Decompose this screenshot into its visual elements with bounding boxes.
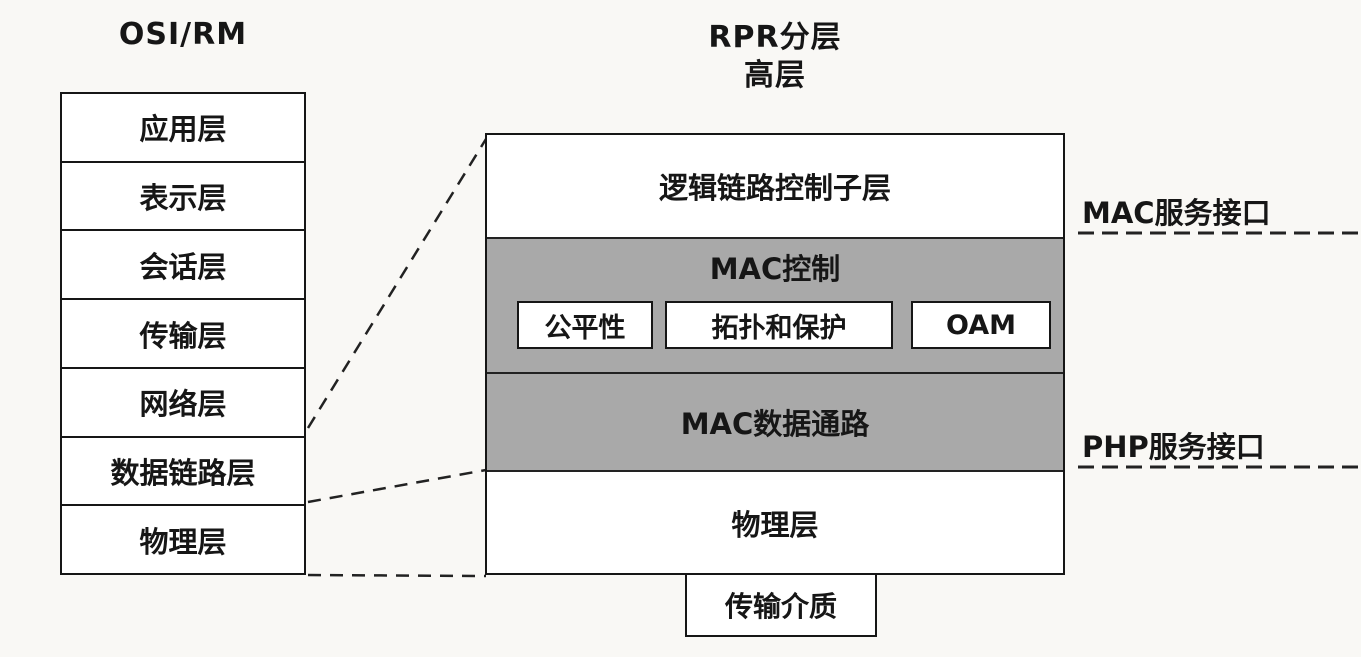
transmission-medium-box: 传输介质 [685, 573, 877, 637]
osi-layer-transport: 传输层 [62, 300, 304, 369]
osi-stack: 应用层 表示层 会话层 传输层 网络层 数据链路层 物理层 [60, 92, 306, 575]
connector-bottom-dashed-line [307, 573, 487, 578]
osi-layer-datalink: 数据链路层 [62, 438, 304, 507]
osi-layer-application: 应用层 [62, 94, 304, 163]
higher-layer-label: 高层 [744, 58, 806, 93]
llc-sublayer: 逻辑链路控制子层 [487, 135, 1063, 237]
osi-title: OSI/RM [118, 16, 248, 52]
mac-service-interface-label: MAC服务接口 [1082, 196, 1271, 230]
mac-datapath-section: MAC数据通路 [487, 372, 1063, 470]
mac-control-section: MAC控制 公平性 拓扑和保护 OAM [487, 237, 1063, 372]
rpr-title: RPR分层 [708, 20, 842, 55]
phy-layer-section: 物理层 [487, 470, 1063, 573]
module-topology-protection: 拓扑和保护 [665, 301, 893, 349]
rpr-layer-box: 逻辑链路控制子层 MAC控制 公平性 拓扑和保护 OAM MAC数据通路 物理层 [485, 133, 1065, 575]
osi-layer-network: 网络层 [62, 369, 304, 438]
osi-layer-presentation: 表示层 [62, 163, 304, 232]
connector-top-dashed-line [306, 138, 488, 429]
connector-middle-dashed-line [307, 468, 487, 504]
module-fairness: 公平性 [517, 301, 653, 349]
osi-layer-session: 会话层 [62, 231, 304, 301]
module-oam: OAM [911, 301, 1051, 349]
osi-layer-physical: 物理层 [139, 524, 227, 559]
phy-service-interface-label: PHP服务接口 [1082, 430, 1265, 464]
mac-control-label: MAC控制 [709, 252, 841, 286]
